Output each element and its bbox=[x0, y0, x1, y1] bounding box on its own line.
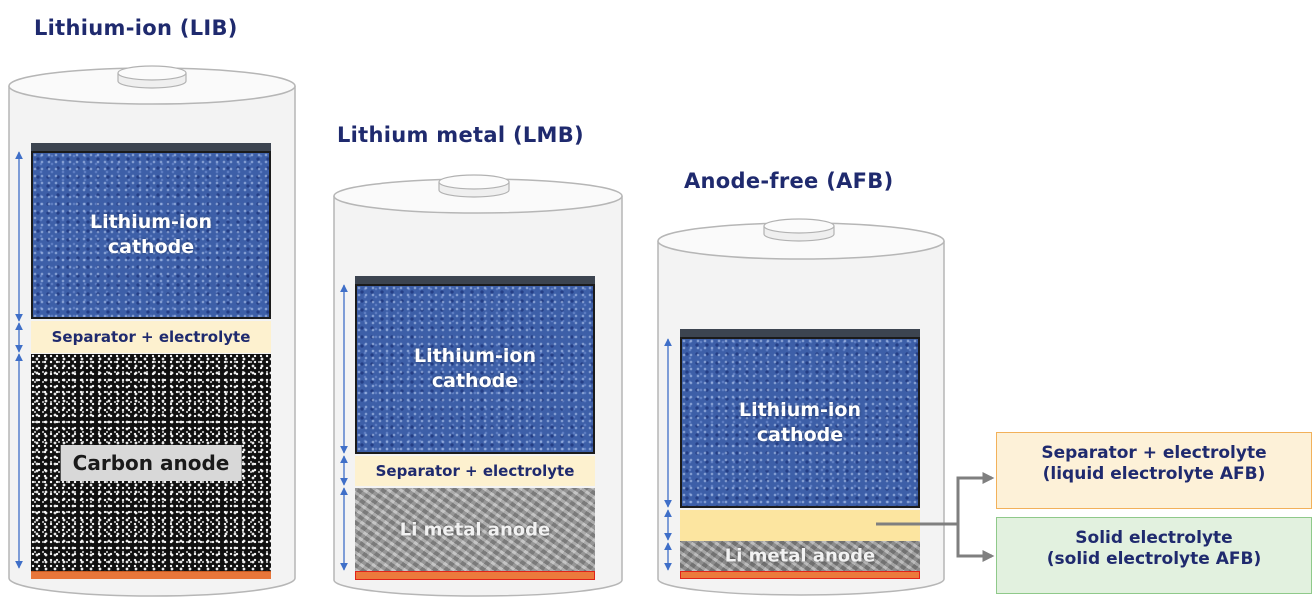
afb-electrolyte-connector bbox=[876, 472, 995, 562]
callout-solid-electrolyte: Solid electrolyte (solid electrolyte AFB… bbox=[996, 517, 1312, 594]
callout-solid-line-2: (solid electrolyte AFB) bbox=[1046, 549, 1262, 569]
lmb-copper-foil bbox=[355, 571, 595, 580]
title-lithium-ion: Lithium-ion (LIB) bbox=[34, 16, 238, 40]
lmb-anode-label: Li metal anode bbox=[399, 519, 551, 540]
title-lithium-metal: Lithium metal (LMB) bbox=[337, 123, 584, 147]
connector-arrow-solid bbox=[956, 524, 995, 562]
lib-separator-label: Separator + electrolyte bbox=[51, 328, 251, 346]
callout-solid-line-1: Solid electrolyte bbox=[1075, 528, 1233, 548]
lib-anode-label: Carbon anode bbox=[60, 444, 242, 481]
afb-anode-label: Li metal anode bbox=[724, 545, 876, 567]
lib-separator: Separator + electrolyte bbox=[31, 321, 271, 353]
connector-arrow-liquid bbox=[956, 472, 995, 554]
lmb-separator: Separator + electrolyte bbox=[355, 456, 595, 486]
lmb-li-metal-anode: Li metal anode bbox=[355, 488, 595, 571]
title-anode-free: Anode-free (AFB) bbox=[684, 169, 894, 193]
lib-cathode-current-collector bbox=[31, 143, 271, 152]
lib-carbon-anode: Carbon anode bbox=[31, 354, 271, 571]
lib-copper-foil bbox=[31, 571, 271, 579]
afb-copper-foil bbox=[680, 571, 920, 579]
afb-li-metal-anode: Li metal anode bbox=[680, 541, 920, 571]
callout-liquid-line-2: (liquid electrolyte AFB) bbox=[1042, 464, 1266, 484]
afb-cathode-current-collector bbox=[680, 329, 920, 338]
callout-liquid-line-1: Separator + electrolyte bbox=[1041, 443, 1267, 463]
lmb-cathode-current-collector bbox=[355, 276, 595, 285]
lmb-separator-label: Separator + electrolyte bbox=[375, 462, 575, 480]
